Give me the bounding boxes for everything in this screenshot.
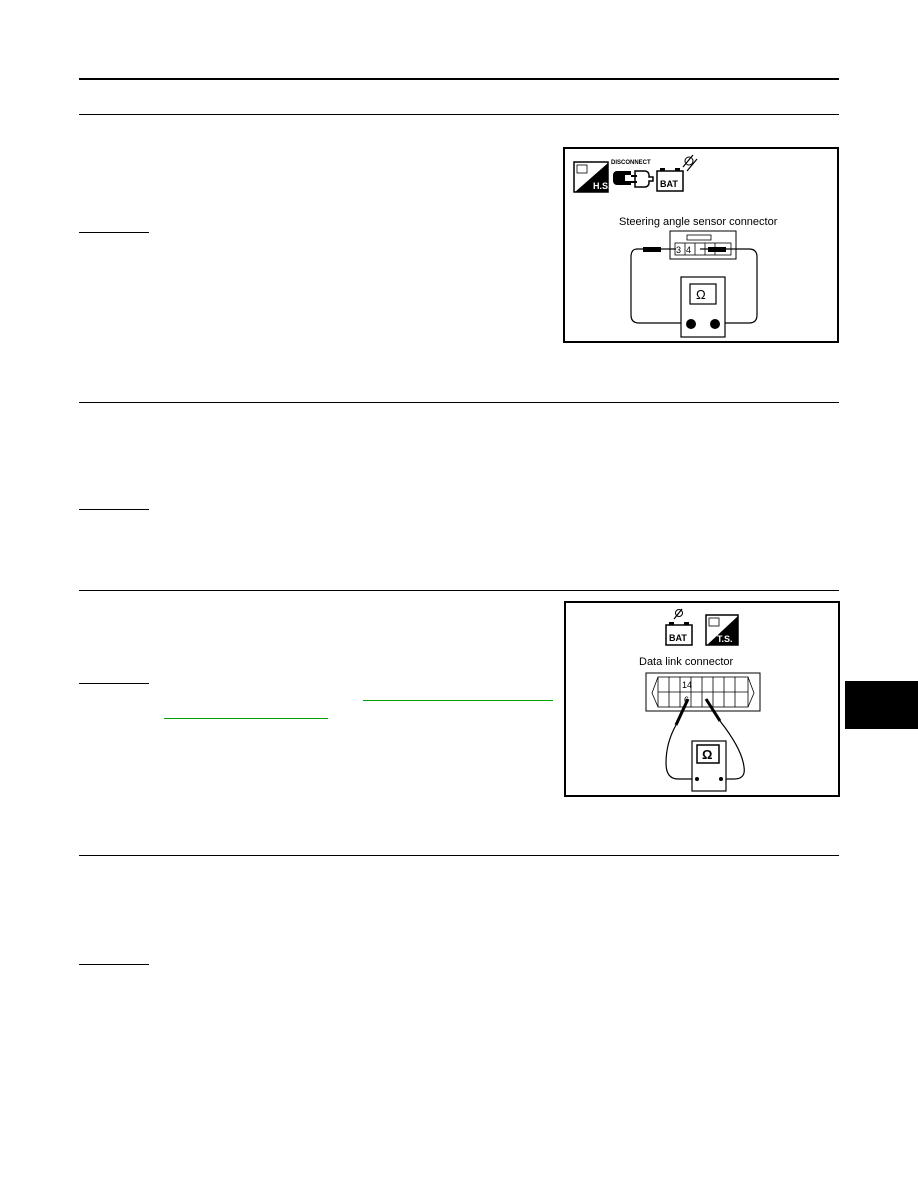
figure-1-caption: Steering angle sensor connector xyxy=(619,216,778,228)
steering-angle-connector: 3 4 xyxy=(669,230,737,260)
section-index-tab xyxy=(845,681,918,729)
probe-right xyxy=(708,247,726,252)
step-marker-2 xyxy=(79,509,149,510)
svg-text:BAT: BAT xyxy=(660,179,678,189)
pin-14-label: 14 xyxy=(682,680,692,690)
section-divider-4 xyxy=(79,855,839,856)
figure-2-diagram: BAT T.S. Data link connector 14 xyxy=(639,608,761,792)
reference-link-underline-2[interactable] xyxy=(164,718,328,719)
svg-text:Ω: Ω xyxy=(702,747,712,762)
figure-2-caption: Data link connector xyxy=(639,656,733,668)
step-marker-3 xyxy=(79,683,149,684)
disconnect-icon: DISCONNECT xyxy=(611,160,654,188)
header-rule xyxy=(79,78,839,80)
pin-3-label: 3 xyxy=(676,245,681,255)
section-divider-3 xyxy=(79,590,839,591)
svg-text:DISCONNECT: DISCONNECT xyxy=(611,160,651,166)
probe-right xyxy=(704,698,722,722)
data-link-connector: 14 6 xyxy=(645,672,761,712)
probe-left xyxy=(643,247,661,252)
svg-text:BAT: BAT xyxy=(669,633,687,643)
svg-text:T.S.: T.S. xyxy=(717,634,733,644)
figure-1-diagram: H.S. DISCONNECT BAT Steering angle senso… xyxy=(573,154,778,338)
ohmmeter: Ω xyxy=(691,740,727,792)
pin-4-label: 4 xyxy=(686,245,691,255)
reference-link-underline-1[interactable] xyxy=(363,700,553,701)
section-divider-2 xyxy=(79,402,839,403)
battery-icon: BAT xyxy=(656,154,698,192)
battery-icon: BAT xyxy=(665,608,693,646)
svg-text:H.S.: H.S. xyxy=(593,181,611,191)
step-marker-4 xyxy=(79,964,149,965)
probe-left xyxy=(674,698,690,726)
figure-steering-angle-sensor: H.S. DISCONNECT BAT Steering angle senso… xyxy=(563,147,839,343)
section-divider-1 xyxy=(79,114,839,115)
step-marker-1 xyxy=(79,232,149,233)
hs-icon: H.S. xyxy=(573,161,611,193)
svg-text:Ω: Ω xyxy=(696,287,706,302)
ts-icon: T.S. xyxy=(705,614,739,646)
ohmmeter: Ω xyxy=(680,276,726,338)
figure-data-link-connector: BAT T.S. Data link connector 14 xyxy=(564,601,840,797)
